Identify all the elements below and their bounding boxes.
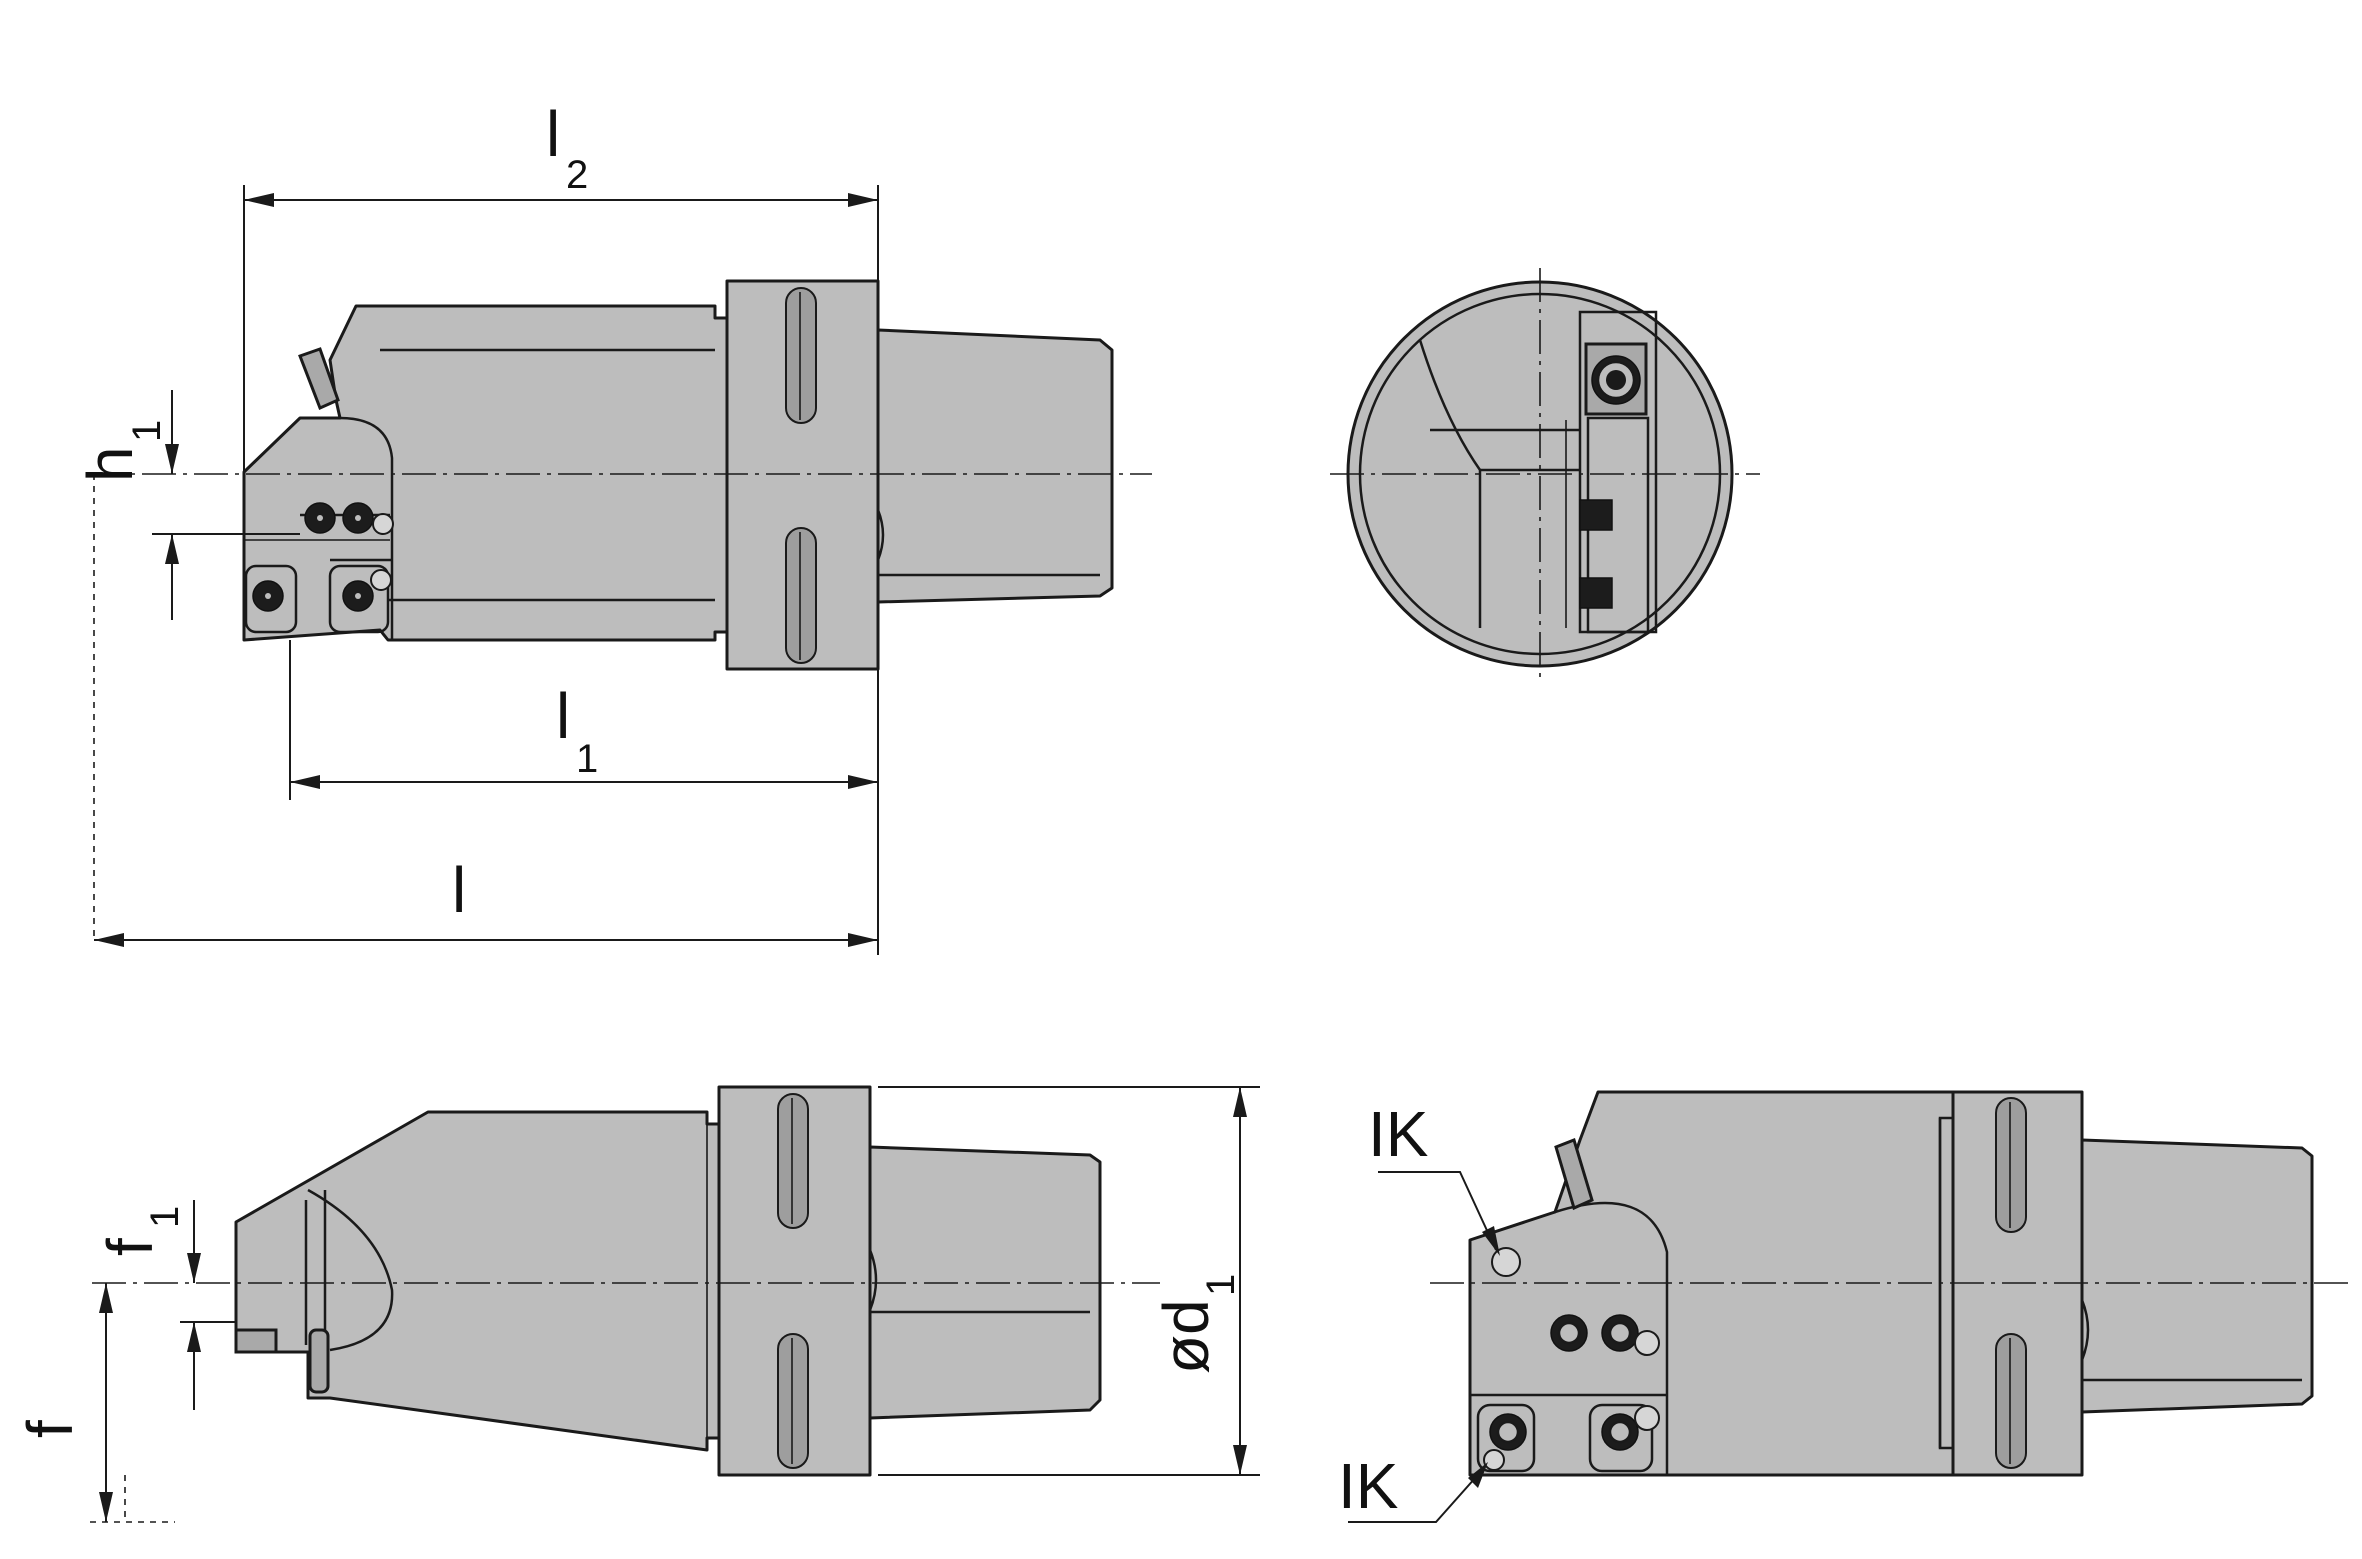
side-view-top xyxy=(90,279,1152,940)
label-h1-main: h xyxy=(74,446,146,482)
screw-3 xyxy=(252,580,284,612)
dim-f: f xyxy=(14,1283,175,1523)
label-d1-main: ød xyxy=(1150,1299,1222,1374)
screw-4 xyxy=(342,580,374,612)
shank xyxy=(876,328,1114,604)
dim-d1: ød 1 xyxy=(878,1086,1260,1476)
ik-hole-bottom xyxy=(1483,1449,1505,1471)
head-body xyxy=(242,304,729,642)
label-l-main: l xyxy=(452,854,466,926)
label-ik-bottom: IK xyxy=(1338,1450,1398,1522)
label-ik-top: IK xyxy=(1368,1098,1428,1170)
label-h1-sub: 1 xyxy=(125,420,169,442)
dim-h1: h 1 xyxy=(74,390,300,620)
dim-l: l xyxy=(94,800,879,955)
label-f-main: f xyxy=(14,1420,86,1438)
label-l2-sub: 2 xyxy=(566,153,588,197)
label-l1-main: l xyxy=(556,680,570,752)
side-view-bottom xyxy=(92,1085,1160,1477)
screw-2 xyxy=(342,502,374,534)
dim-l2: l 2 xyxy=(243,98,879,472)
front-view xyxy=(1330,268,1760,680)
ik-hole-top xyxy=(1491,1247,1521,1277)
label-f1-sub: 1 xyxy=(143,1206,187,1228)
side-view-ik: IK IK xyxy=(1338,1090,2350,1523)
dim-l1: l 1 xyxy=(289,640,879,800)
label-l2-main: l xyxy=(546,98,560,170)
label-d1-sub: 1 xyxy=(1199,1274,1243,1296)
label-f1-main: f xyxy=(94,1238,166,1256)
dim-f1: f 1 xyxy=(94,1200,236,1410)
screw-1 xyxy=(304,502,336,534)
label-l1-sub: 1 xyxy=(576,737,598,781)
